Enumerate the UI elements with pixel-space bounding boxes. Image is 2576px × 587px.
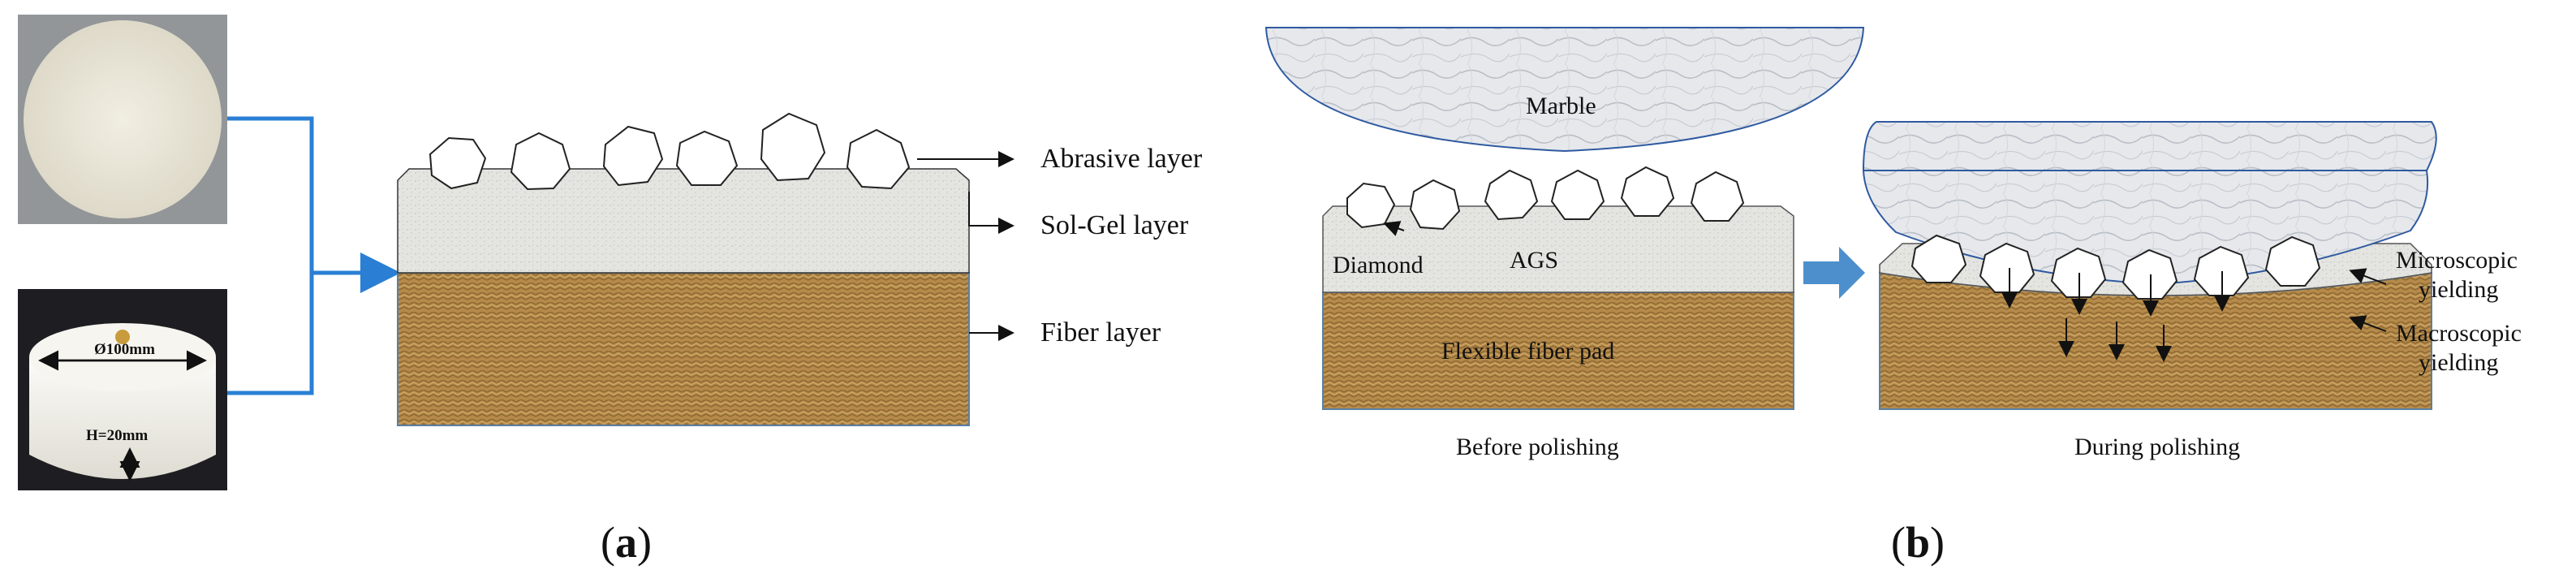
panel-b-caption: (b) [1891, 518, 1945, 567]
pad-during: Microscopic yielding Macroscopic yieldin… [1862, 121, 2522, 460]
during-caption: During polishing [2074, 434, 2240, 460]
pad-cross-section [397, 112, 970, 426]
layer-labels: Abrasive layer Sol-Gel layer Fiber layer [917, 144, 1203, 347]
diamond-label: Diamond [1333, 252, 1424, 278]
photo-connector [227, 116, 401, 395]
macro-label-1: Macroscopic [2396, 320, 2522, 347]
micro-label-1: Microscopic [2396, 247, 2518, 274]
solgel-layer-label: Sol-Gel layer [1040, 210, 1189, 240]
fiber-pad-before [1322, 291, 1794, 410]
fiber-layer-label: Fiber layer [1040, 317, 1161, 347]
fiber-layer [397, 272, 970, 426]
flexible-pad-label: Flexible fiber pad [1441, 338, 1614, 365]
pad-center-dot [115, 330, 130, 344]
abrasive-layer-label: Abrasive layer [1040, 144, 1203, 174]
solgel-layer [397, 168, 970, 274]
pad-before: Diamond AGS Flexible fiber pad Before po… [1322, 166, 1794, 460]
before-caption: Before polishing [1456, 434, 1619, 460]
diamond-grains-before [1346, 166, 1745, 231]
ags-label: AGS [1510, 247, 1558, 274]
macro-pointer [2349, 315, 2387, 332]
micro-label-2: yielding [2419, 276, 2498, 303]
height-label: H=20mm [86, 427, 148, 444]
panel-a-caption: (a) [601, 518, 652, 567]
pad-side-photo: Ø100mm H=20mm [18, 289, 227, 490]
micro-pointer [2349, 268, 2387, 285]
yield-arrows [2001, 268, 2230, 362]
panel-b: Marble Diamond AGS Flexible fiber pad Be… [1264, 27, 2522, 567]
marble-workpiece: Marble [1264, 27, 1865, 153]
marble-label: Marble [1526, 93, 1596, 119]
pad-face-photo [18, 15, 227, 224]
panel-a: Ø100mm H=20mm Abrasive [18, 15, 1203, 567]
diameter-label: Ø100mm [94, 341, 155, 358]
diamond-pointer [1383, 221, 1405, 236]
abrasive-grains [429, 112, 911, 191]
macro-label-2: yielding [2419, 349, 2498, 376]
transition-arrow [1803, 247, 1865, 299]
